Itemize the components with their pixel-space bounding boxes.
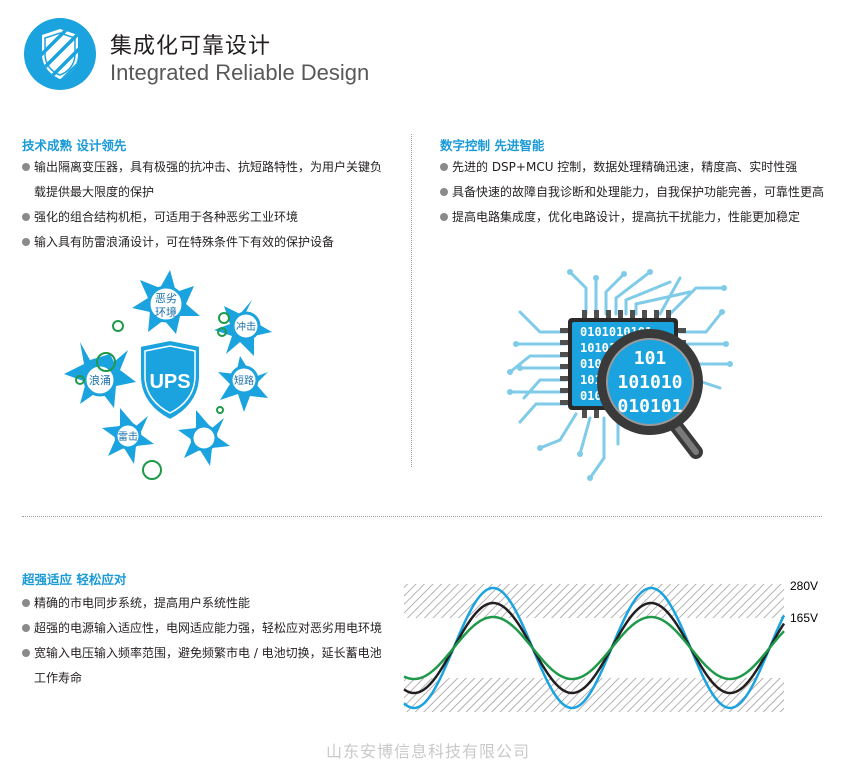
vertical-divider	[411, 134, 412, 467]
tech-list: 输出隔离变压器，具有极强的抗冲击、抗短路特性，为用户关键负载提供最大限度的保护 …	[22, 155, 384, 255]
label-lightning: 雷击	[118, 431, 138, 443]
label-165v: 165V	[790, 611, 818, 625]
footer-company: 山东安博信息科技有限公司	[325, 742, 530, 761]
section-title-adapt: 超强适应 轻松应对	[22, 572, 127, 587]
list-item: 具备快速的故障自我诊断和处理能力，自我保护功能完善，可靠性更高	[440, 180, 830, 205]
label-impact: 冲击	[236, 320, 256, 333]
upper-band	[404, 584, 784, 618]
voltage-wave-graphic: 280V 165V	[403, 579, 818, 712]
horizontal-divider	[22, 516, 822, 517]
label-harsh: 恶劣	[155, 291, 177, 305]
adapt-list: 精确的市电同步系统，提高用户系统性能 超强的电源输入适应性，电网适应能力强，轻松…	[22, 591, 392, 691]
label-env: 环境	[155, 305, 177, 319]
list-item: 先进的 DSP+MCU 控制，数据处理精确迅速，精度高、实时性强	[440, 155, 830, 180]
list-item: 强化的组合结构机柜，可适用于各种恶劣工业环境	[22, 205, 384, 230]
wave-280v	[403, 586, 786, 710]
chip-row-4: 010	[580, 389, 602, 403]
magnified-row-0: 101	[634, 348, 667, 369]
list-item: 输出隔离变压器，具有极强的抗冲击、抗短路特性，为用户关键负载提供最大限度的保护	[22, 155, 384, 205]
magnified-row-2: 010101	[617, 396, 682, 417]
shield-check-icon	[24, 18, 96, 90]
list-item: 输入具有防雷浪涌设计，可在特殊条件下有效的保护设备	[22, 230, 384, 255]
page-subtitle: Integrated Reliable Design	[110, 60, 370, 85]
label-surge: 浪涌	[89, 373, 111, 387]
lower-band	[404, 678, 784, 712]
section-title-digital: 数字控制 先进智能	[440, 138, 545, 153]
ups-protection-graphic: UPS 恶劣 环境 冲击 浪涌 短路 雷击	[64, 270, 272, 480]
ups-label: UPS	[149, 371, 190, 393]
page-title: 集成化可靠设计	[110, 34, 272, 59]
label-short: 短路	[234, 374, 254, 387]
chip-graphic: 0101010101 1010101 0101 101 010 101 1010…	[507, 269, 733, 481]
list-item: 超强的电源输入适应性，电网适应能力强，轻松应对恶劣用电环境	[22, 616, 392, 641]
list-item: 提高电路集成度，优化电路设计，提高抗干扰能力，性能更加稳定	[440, 205, 830, 230]
magnified-row-1: 101010	[617, 372, 682, 393]
section-title-tech: 技术成熟 设计领先	[22, 138, 127, 153]
chip-row-3: 101	[580, 373, 602, 387]
wave-165v	[403, 615, 785, 681]
label-280v: 280V	[790, 579, 818, 593]
list-item: 精确的市电同步系统，提高用户系统性能	[22, 591, 392, 616]
wave-mid	[403, 601, 786, 695]
digital-list: 先进的 DSP+MCU 控制，数据处理精确迅速，精度高、实时性强 具备快速的故障…	[440, 155, 830, 230]
list-item: 宽输入电压输入频率范围，避免频繁市电 / 电池切换，延长蓄电池工作寿命	[22, 641, 392, 691]
